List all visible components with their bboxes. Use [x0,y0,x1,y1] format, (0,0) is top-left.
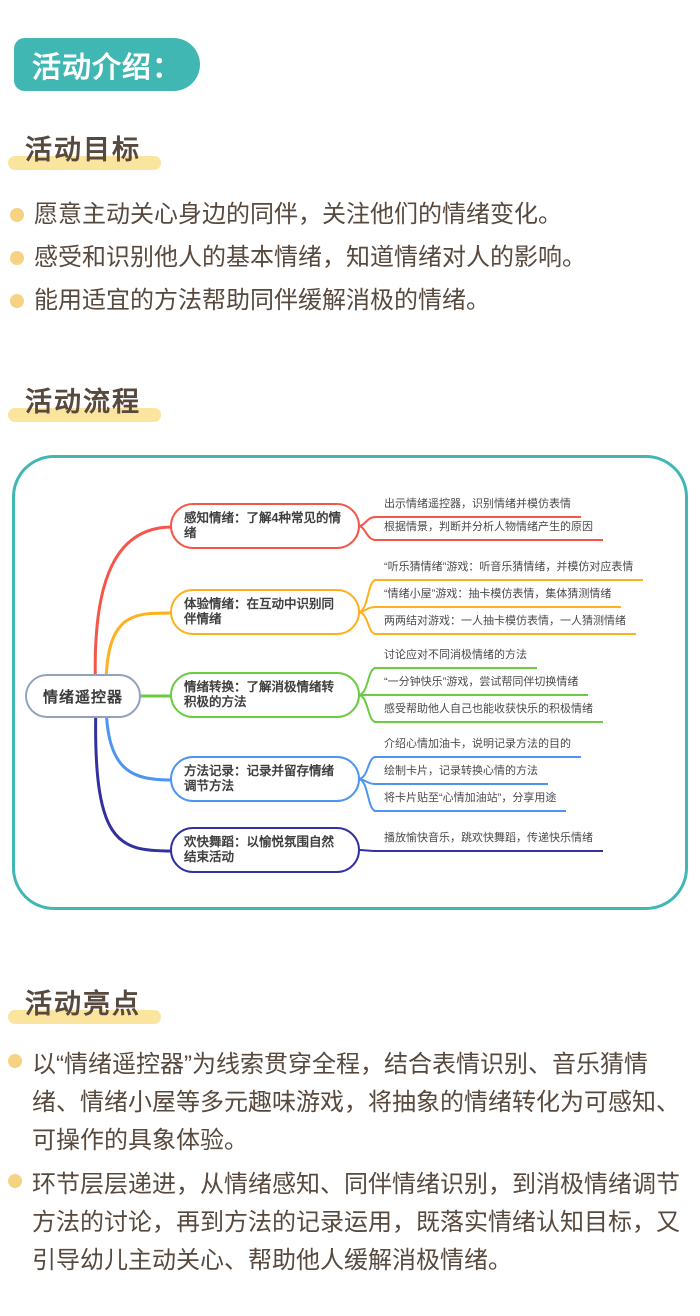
mindmap-root-node: 情绪遥控器 [25,674,141,718]
bullet-dot-icon [8,1174,22,1188]
goal-item-text: 感受和识别他人的基本情绪，知道情绪对人的影响。 [34,244,586,271]
header-badge-label: 活动介绍： [31,51,182,84]
section-title-process: 活动流程 [8,385,161,422]
sub-item: “一分钟快乐”游戏，尝试帮同伴切换情绪 [374,675,589,696]
highlight-item-text: 环节层层递进，从情绪感知、同伴情绪识别，到消极情绪调节方法的讨论，再到方法的记录… [32,1171,680,1274]
goal-item: 感受和识别他人的基本情绪，知道情绪对人的影响。 [10,243,586,273]
bullet-dot-icon [10,294,24,308]
mindmap-root-label: 情绪遥控器 [42,688,123,706]
goal-item: 能用适宜的方法帮助同伴缓解消极的情绪。 [10,286,490,316]
section-title-text: 活动目标 [25,135,141,165]
branch-node-experience: 体验情绪：在互动中识别同伴情绪 [170,589,360,635]
sub-item: 感受帮助他人自己也能收获快乐的积极情绪 [374,702,603,723]
sub-item: “听乐猜情绪”游戏：听音乐猜情绪，并模仿对应表情 [374,560,644,581]
sub-item: 两两结对游戏：一人抽卡模仿表情，一人猜测情绪 [374,614,636,635]
highlight-item: 环节层层递进，从情绪感知、同伴情绪识别，到消极情绪调节方法的讨论，再到方法的记录… [8,1166,686,1280]
title-highlight-bar [8,156,161,170]
goal-item-text: 能用适宜的方法帮助同伴缓解消极的情绪。 [34,287,490,314]
goal-item: 愿意主动关心身边的同伴，关注他们的情绪变化。 [10,200,562,230]
sub-item: “情绪小屋”游戏：抽卡模仿表情，集体猜测情绪 [374,587,622,608]
sub-item: 出示情绪遥控器，识别情绪并模仿表情 [374,497,581,518]
branch-node-dance: 欢快舞蹈：以愉悦氛围自然结束活动 [170,827,360,873]
bullet-dot-icon [8,1054,22,1068]
highlight-item: 以“情绪遥控器”为线索贯穿全程，结合表情识别、音乐猜情绪、情绪小屋等多元趣味游戏… [8,1046,686,1160]
branch-label: 欢快舞蹈：以愉悦氛围自然结束活动 [184,835,335,864]
title-highlight-bar [8,408,161,422]
header-badge: 活动介绍： [14,38,200,91]
sub-item: 介绍心情加油卡，说明记录方法的目的 [374,737,581,758]
sub-item: 播放愉快音乐，跳欢快舞蹈，传递快乐情绪 [374,831,603,852]
section-title-highlights: 活动亮点 [8,987,161,1024]
branch-label: 体验情绪：在互动中识别同伴情绪 [184,597,335,626]
section-title-goals: 活动目标 [8,133,161,170]
section-title-text: 活动流程 [25,387,141,417]
goal-item-text: 愿意主动关心身边的同伴，关注他们的情绪变化。 [34,201,562,228]
sub-item: 讨论应对不同消极情绪的方法 [374,648,537,669]
sub-item: 根据情景，判断并分析人物情绪产生的原因 [374,520,603,541]
bullet-dot-icon [10,208,24,222]
section-title-text: 活动亮点 [25,989,141,1019]
branch-label: 方法记录：记录并留存情绪调节方法 [184,764,335,793]
sub-item: 绘制卡片，记录转换心情的方法 [374,764,548,785]
branch-label: 情绪转换：了解消极情绪转积极的方法 [184,680,335,709]
sub-item: 将卡片贴至“心情加油站”，分享用途 [374,791,567,812]
branch-node-record: 方法记录：记录并留存情绪调节方法 [170,756,360,802]
bullet-dot-icon [10,251,24,265]
branch-node-transform: 情绪转换：了解消极情绪转积极的方法 [170,672,360,718]
highlight-item-text: 以“情绪遥控器”为线索贯穿全程，结合表情识别、音乐猜情绪、情绪小屋等多元趣味游戏… [32,1051,680,1154]
branch-node-perceive: 感知情绪：了解4种常见的情绪 [170,503,360,549]
branch-label: 感知情绪：了解4种常见的情绪 [184,511,341,540]
title-highlight-bar [8,1010,161,1024]
